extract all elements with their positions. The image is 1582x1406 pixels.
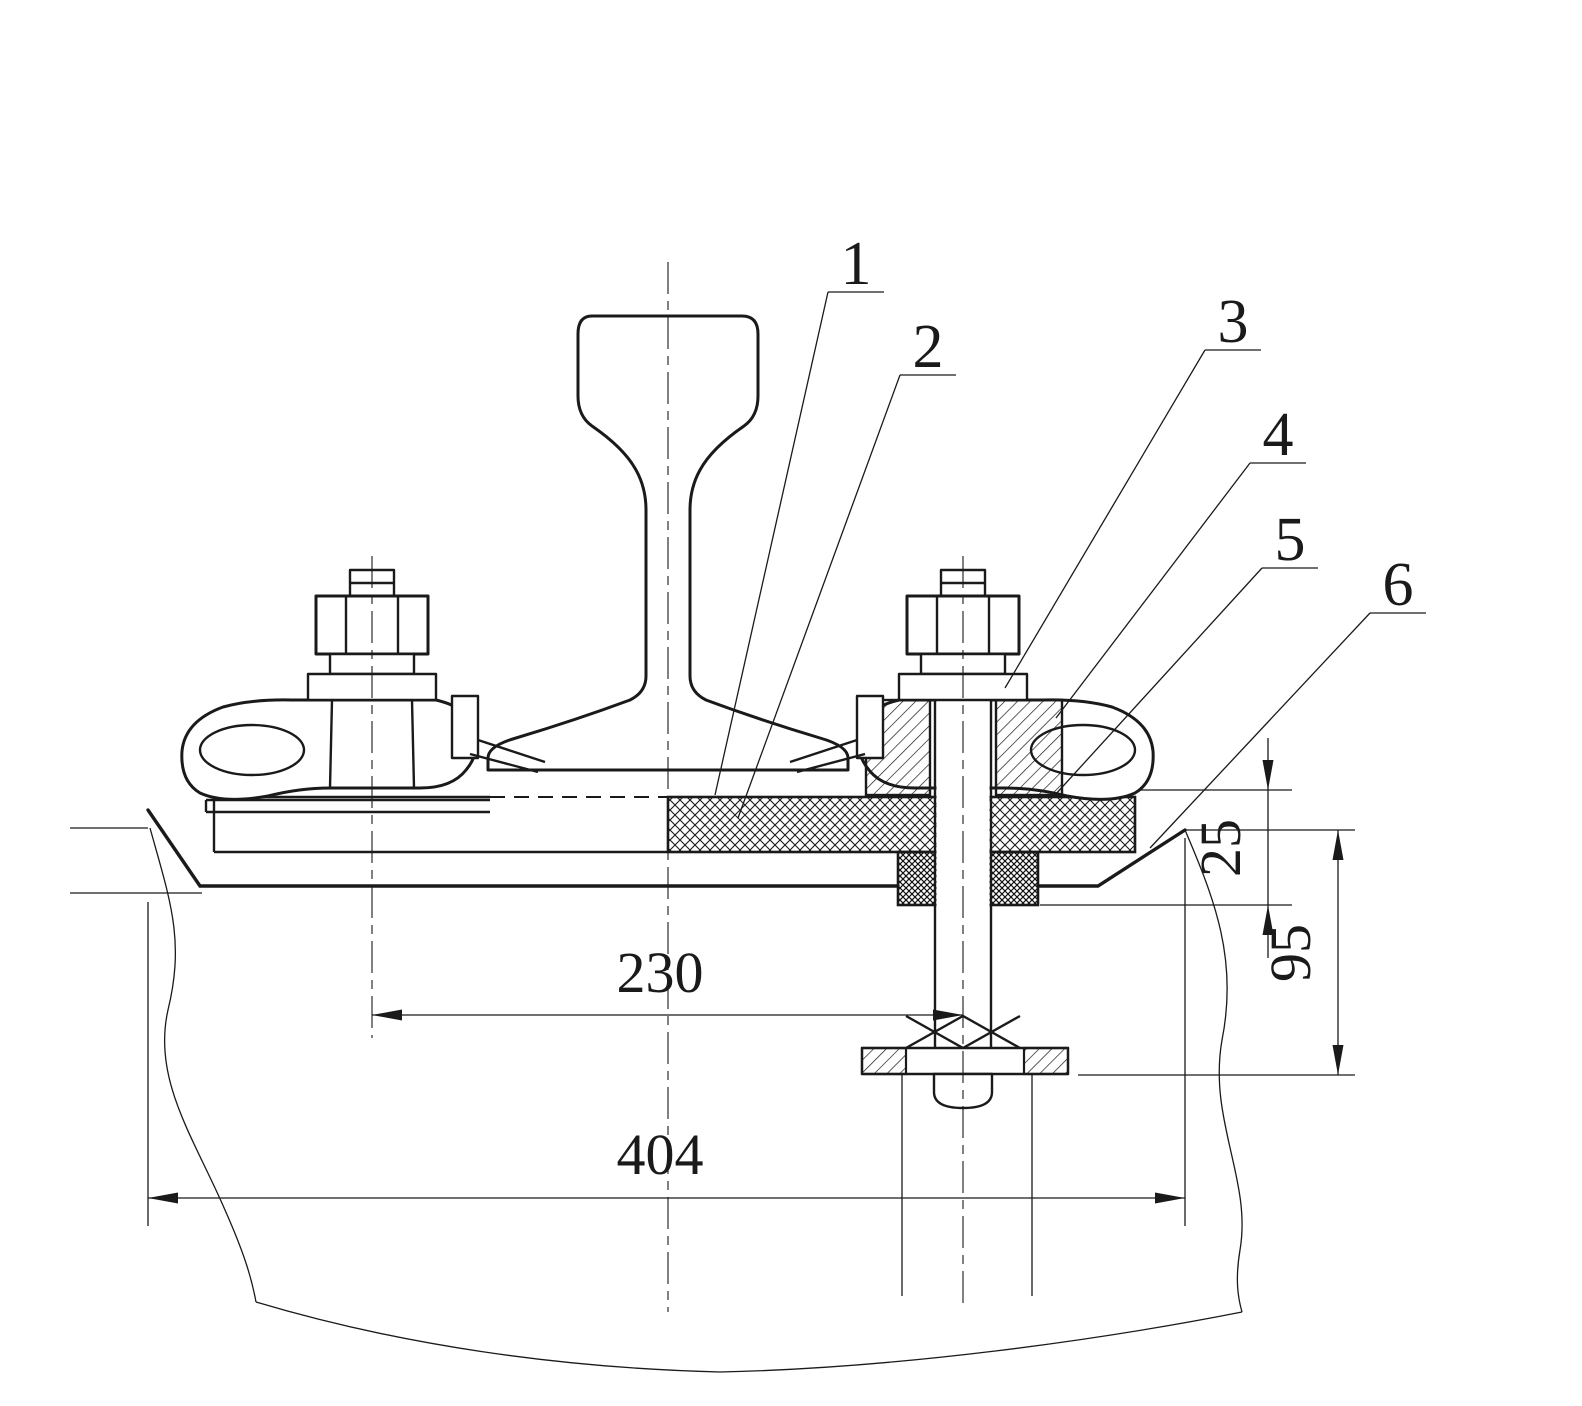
dimension-230: 230 [372,940,963,1021]
dim-25-arrow-top [1262,760,1274,790]
callout-3-label: 3 [1218,288,1249,356]
left-insulator-tab [450,694,480,760]
left-clamp-toe-1 [477,738,546,764]
callout-6-label: 6 [1383,551,1414,619]
anchor-washer-section-left [860,1046,908,1076]
right-clamp-section-lobe-right [994,698,1064,797]
callout-1-leader [714,291,829,796]
callout-5: 5 [1054,506,1318,796]
bottom-anchor-assembly [860,1014,1070,1296]
dimension-25: 25 [1040,738,1292,958]
dim-95-arrow-top [1332,830,1344,860]
dimension-404: 404 [147,838,1186,1226]
left-clamp-eye [198,723,306,777]
break-line-bottom [255,1301,1243,1373]
right-clamp-toe-2 [796,752,866,774]
sleeper-outline [70,808,1187,894]
callout-5-leader [1054,567,1263,796]
callout-4-leader [1055,462,1251,719]
dim-95-arrow-bottom [1332,1045,1344,1075]
dim-230-arrow-right [933,1009,963,1021]
anchor-washer-section-right [1022,1046,1070,1076]
dim-404-arrow-left [148,1192,178,1204]
dim-404-arrow-right [1155,1192,1185,1204]
base-plate-and-pad [204,795,1137,854]
dim-404-value: 404 [617,1122,704,1187]
callout-5-label: 5 [1275,506,1306,574]
dim-230-arrow-left [372,1009,402,1021]
sleeper-top-left [146,808,900,888]
right-insulator-tab [855,694,885,760]
left-clamp-detail-1 [328,699,334,789]
callout-1: 1 [714,230,884,796]
left-clamp-detail-2 [410,699,416,789]
callout-4-label: 4 [1263,401,1294,469]
dimension-95: 95 [1078,829,1355,1076]
dim-95-value: 95 [1258,924,1323,982]
callout-1-label: 1 [841,230,872,298]
dim-25-value: 25 [1188,819,1253,877]
right-clamp-toe-1 [789,738,858,764]
left-clamp-toe-2 [469,752,539,774]
callout-6: 6 [1149,551,1426,849]
dim-25-arrow-bottom [1262,905,1274,935]
callout-3-leader [1004,349,1206,689]
sleeper-top-right [1036,828,1187,888]
callout-2-leader [737,374,901,819]
callout-2: 2 [737,313,956,819]
break-line-right [1184,829,1243,1313]
centerlines [371,262,964,1312]
break-lines [149,827,1243,1373]
break-line-left [149,827,257,1303]
right-clamp-assembly [789,694,1155,801]
callout-2-label: 2 [913,313,944,381]
left-clamp-assembly [180,694,546,801]
dim-230-value: 230 [617,940,704,1005]
callout-6-leader [1149,612,1371,849]
callout-3: 3 [1004,288,1261,689]
callout-4: 4 [1055,401,1306,719]
rail-pad-section [666,795,1137,854]
